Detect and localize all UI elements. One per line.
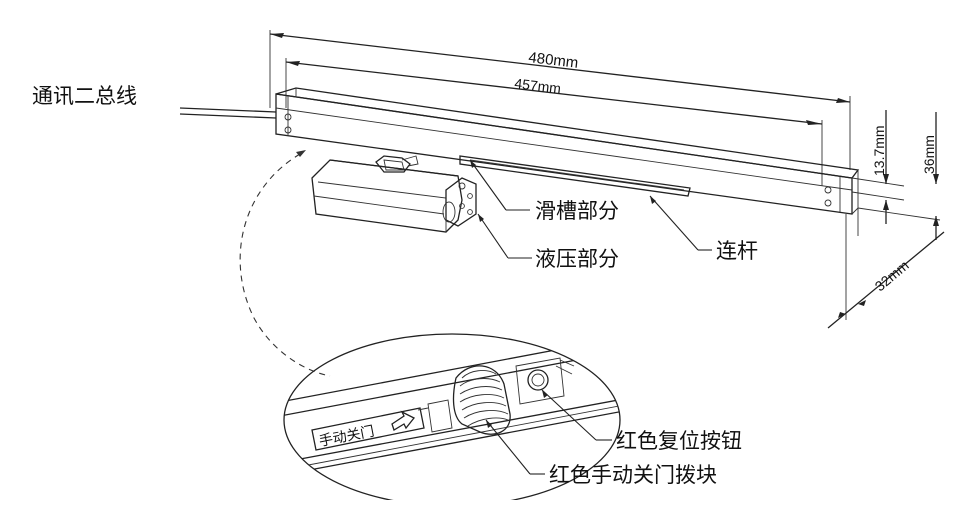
dimension-32: 32mm [827,208,945,329]
hydraulic-label: 液压部分 [535,247,619,271]
rail-housing [275,87,860,215]
reset-button-label: 红色复位按钮 [616,429,742,453]
dimension-480: 480mm [269,30,851,170]
label-bus: 通讯二总线 [32,84,137,108]
reset-button-detail [515,357,575,405]
dim-457-label: 457mm [514,75,562,96]
dim-13-7-label: 13.7mm [871,125,887,176]
callout-hydraulic: 液压部分 [477,213,619,271]
dimension-36: 36mm [857,112,941,240]
dim-32-label: 32mm [872,257,912,294]
zoom-guide-line [239,153,331,377]
dim-480-label: 480mm [528,49,580,72]
callout-reset-button: 红色复位按钮 [541,389,742,453]
callout-manual-close: 红色手动关门拨块 [485,419,717,487]
callout-link-rod: 连杆 [649,195,758,263]
dimension-13-7: 13.7mm [851,110,905,224]
hydraulic-body [311,155,477,233]
dimension-457: 457mm [285,58,823,186]
manual-close-knob [452,365,511,435]
link-rod-label: 连杆 [716,239,758,263]
bus-cable [179,107,277,119]
link-rod [459,155,691,197]
callout-slide-slot: 滑槽部分 [469,159,619,223]
slide-slot-label: 滑槽部分 [535,199,619,223]
dim-36-label: 36mm [921,135,937,174]
manual-close-label: 红色手动关门拨块 [549,463,717,487]
bus-label: 通讯二总线 [32,84,137,108]
